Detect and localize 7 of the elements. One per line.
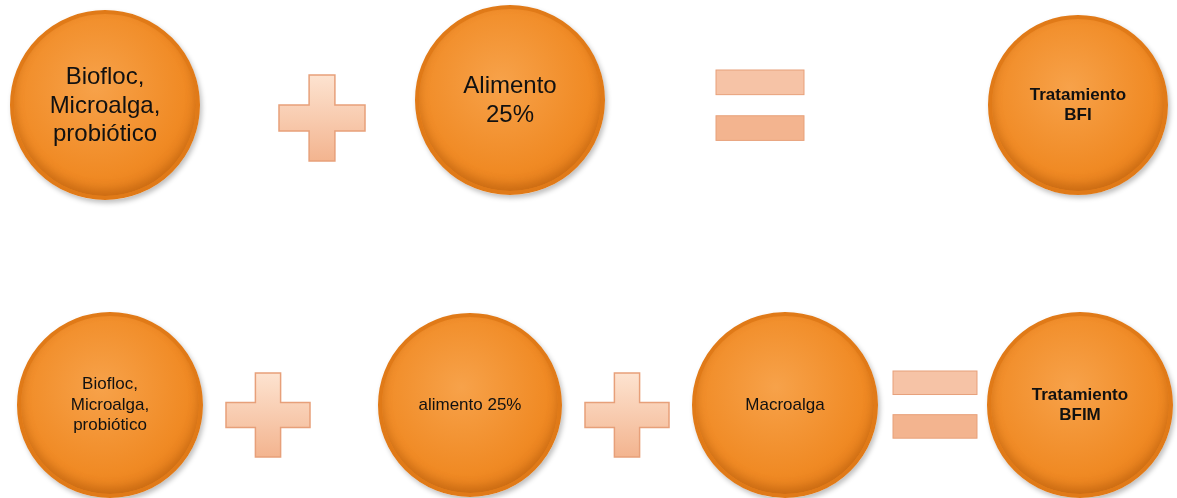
node-label: Tratamiento BFI xyxy=(1028,84,1128,126)
node-label: Tratamiento BFIM xyxy=(1030,384,1130,426)
node-label: Biofloc, Microalga, probiótico xyxy=(69,374,151,436)
node-label: Alimento 25% xyxy=(462,71,558,129)
node-label: Biofloc, Microalga, probiótico xyxy=(48,61,162,149)
node-label: Macroalga xyxy=(745,394,825,416)
node-label: alimento 25% xyxy=(418,394,522,416)
